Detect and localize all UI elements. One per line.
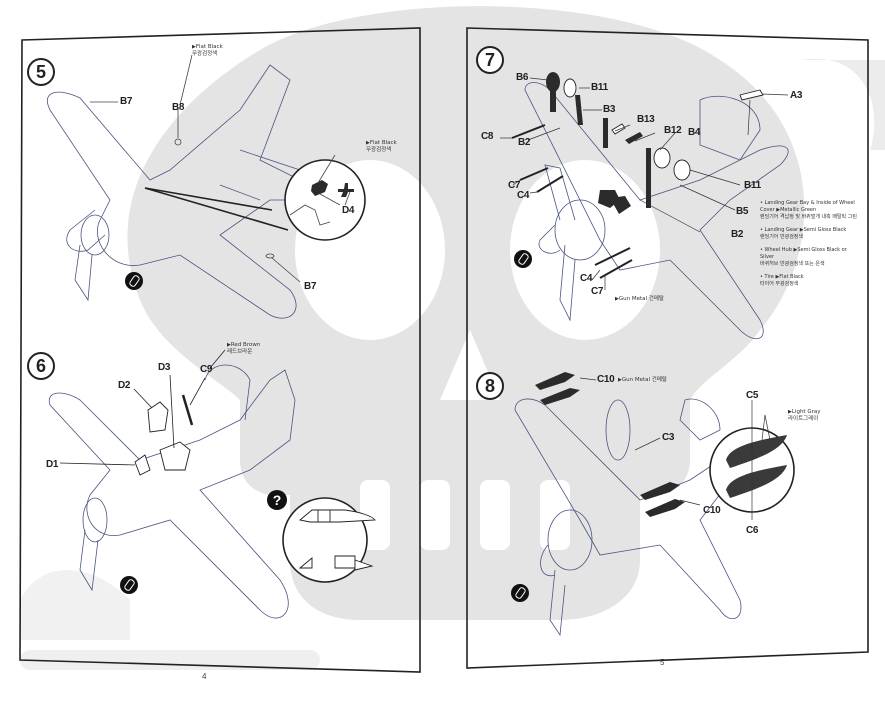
part-label-c9: C9 <box>200 364 213 375</box>
legend-item-wheel-hub: • Wheel Hub ▶Semi Gloss Black or Silver … <box>760 247 847 267</box>
part-label-b4: B4 <box>688 127 701 138</box>
step-number-6: 6 <box>27 352 55 380</box>
part-label-c4: C4 <box>580 273 593 284</box>
part-label-b11: B11 <box>744 180 761 191</box>
part-label-d1: D1 <box>46 459 59 470</box>
paint-brush-icon <box>511 584 529 602</box>
paint-callout-light-gray: ▶Light Gray 라이트그레이 <box>788 409 821 422</box>
part-label-d2: D2 <box>118 380 131 391</box>
part-label-b8: B8 <box>172 102 185 113</box>
part-label-c6: C6 <box>746 525 759 536</box>
paint-brush-icon <box>125 272 143 290</box>
part-label-b12: B12 <box>664 125 682 136</box>
paint-callout-gun-metal: ▶Gun Metal 건메탈 <box>615 296 664 302</box>
part-label-b7: B7 <box>304 281 317 292</box>
part-label-b13: B13 <box>637 114 655 125</box>
part-label-b11: B11 <box>591 82 608 93</box>
step-number-8: 8 <box>476 372 504 400</box>
part-label-b7: B7 <box>120 96 133 107</box>
leader-line <box>144 187 273 211</box>
page-number-left: 4 <box>202 672 207 681</box>
paint-callout-red-brown: ▶Red Brown 레드브라운 <box>227 342 261 355</box>
part-label-c10: C10 <box>703 505 721 516</box>
part-label-c5: C5 <box>746 390 759 401</box>
part-label-b5: B5 <box>736 206 749 217</box>
part-label-c7: C7 <box>508 180 521 191</box>
part-label-c3: C3 <box>662 432 675 443</box>
part-label-d4: D4 <box>342 205 355 216</box>
legend-item-landing-gear: • Landing Gear ▶Semi Gloss Black 랜딩기어 반광… <box>760 227 847 240</box>
step-number-5: 5 <box>27 58 55 86</box>
part-label-c4: C4 <box>517 190 530 201</box>
question-mark-icon: ? <box>267 490 287 510</box>
part-label-c8: C8 <box>481 131 494 142</box>
part-label-c7: C7 <box>591 286 604 297</box>
paint-callout-flat-black: ▶Flat Black 무광검정색 <box>192 44 223 57</box>
leader-line <box>144 187 289 231</box>
part-label-a3: A3 <box>790 90 803 101</box>
page-number-right: 5 <box>660 658 665 667</box>
detail-circle <box>284 159 366 241</box>
paint-brush-icon <box>514 250 532 268</box>
paint-brush-icon <box>120 576 138 594</box>
paint-callout-flat-black: ▶Flat Black 무광검정색 <box>366 140 397 153</box>
part-label-c10: C10 <box>597 374 615 385</box>
right-page-border <box>466 27 869 669</box>
part-label-b2: B2 <box>518 137 531 148</box>
part-label-b6: B6 <box>516 72 529 83</box>
legend-item-tire: • Tire ▶Flat Black 타이어 무광검정색 <box>760 274 804 287</box>
step-number-7: 7 <box>476 46 504 74</box>
legend-item-landing-gear-bay: • Landing Gear Bay & Inside of Wheel Cov… <box>760 200 857 220</box>
part-label-d3: D3 <box>158 362 171 373</box>
part-label-b2: B2 <box>731 229 744 240</box>
left-page-border <box>19 27 421 673</box>
paint-legend: • Landing Gear Bay & Inside of Wheel Cov… <box>760 200 860 294</box>
paint-callout-gun-metal: ▶Gun Metal 건메탈 <box>618 377 667 383</box>
part-label-b3: B3 <box>603 104 616 115</box>
